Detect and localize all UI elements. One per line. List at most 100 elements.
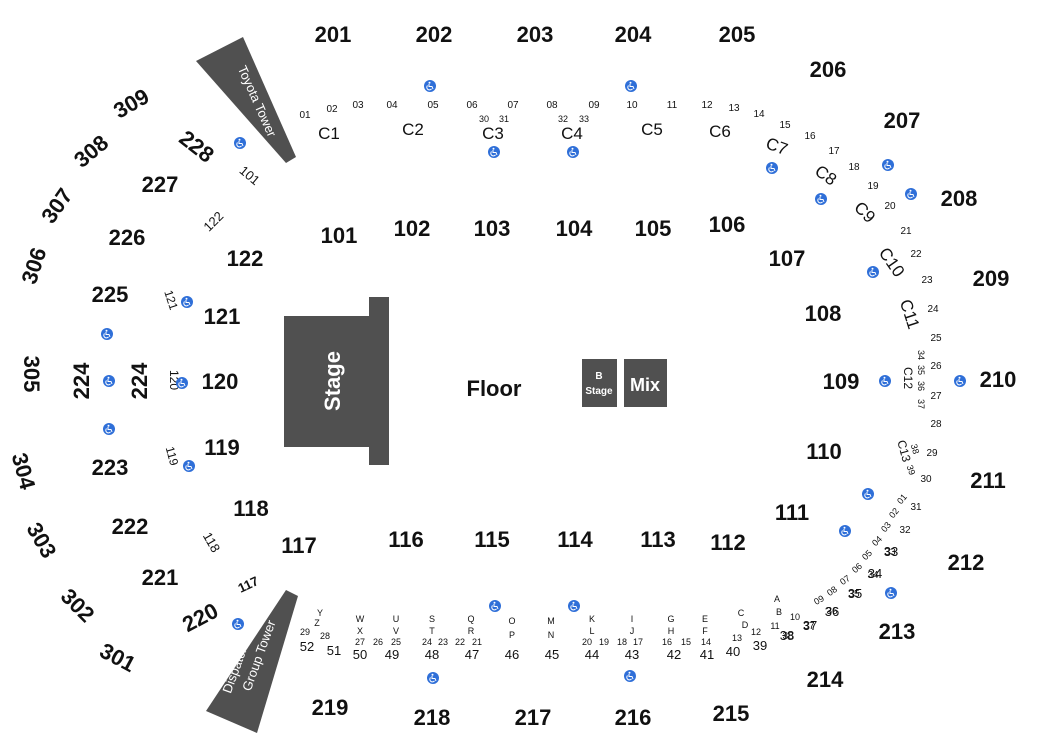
- section-101-upper[interactable]: 101: [237, 163, 263, 188]
- row-label: 18: [848, 162, 860, 173]
- club-c12[interactable]: C12: [901, 367, 915, 389]
- row-label: 33: [884, 547, 896, 558]
- section-116[interactable]: 116: [388, 527, 424, 552]
- section-114[interactable]: 114: [557, 527, 593, 552]
- row-label: 37: [803, 618, 817, 633]
- section-301[interactable]: 301: [96, 638, 140, 677]
- section-117[interactable]: 117: [281, 533, 317, 558]
- row-label: 19: [599, 637, 609, 647]
- section-307[interactable]: 307: [36, 183, 78, 227]
- section-207[interactable]: 207: [884, 108, 921, 133]
- section-107[interactable]: 107: [769, 246, 806, 271]
- section-120[interactable]: 120: [202, 369, 239, 394]
- stage[interactable]: Stage: [284, 297, 389, 465]
- mix-position[interactable]: Mix: [624, 359, 667, 407]
- row-label: 16: [804, 131, 816, 142]
- section-214[interactable]: 214: [807, 667, 844, 692]
- section-122-upper[interactable]: 122: [200, 208, 226, 234]
- section-118-upper[interactable]: 118: [200, 530, 223, 555]
- section-213[interactable]: 213: [879, 619, 916, 644]
- row-label: 02: [887, 506, 901, 520]
- section-302[interactable]: 302: [56, 584, 100, 628]
- section-227[interactable]: 227: [142, 172, 179, 197]
- section-121-upper[interactable]: 121: [161, 288, 181, 312]
- row-label: 19: [867, 181, 879, 192]
- section-118[interactable]: 118: [233, 496, 269, 521]
- section-113[interactable]: 113: [640, 527, 676, 552]
- section-119-upper[interactable]: 119: [163, 445, 182, 467]
- section-108[interactable]: 108: [805, 301, 842, 326]
- section-212[interactable]: 212: [948, 550, 985, 575]
- club-c2[interactable]: C2: [402, 120, 424, 139]
- section-103[interactable]: 103: [474, 216, 511, 241]
- section-217[interactable]: 217: [515, 705, 552, 730]
- section-121[interactable]: 121: [204, 304, 241, 329]
- club-c1[interactable]: C1: [318, 124, 340, 143]
- section-201[interactable]: 201: [315, 22, 352, 47]
- row-label: 11: [667, 100, 678, 111]
- section-221[interactable]: 221: [142, 565, 179, 590]
- section-309[interactable]: 309: [109, 83, 153, 123]
- section-117-upper[interactable]: 117: [236, 573, 261, 595]
- row-label: 42: [667, 647, 681, 662]
- section-215[interactable]: 215: [713, 701, 750, 726]
- wheelchair-icon: [181, 296, 193, 308]
- club-c7[interactable]: C7: [763, 134, 790, 159]
- club-c9[interactable]: C9: [850, 198, 879, 227]
- b-stage[interactable]: B Stage: [582, 359, 617, 407]
- club-c8[interactable]: C8: [811, 161, 840, 189]
- section-105[interactable]: 105: [635, 216, 672, 241]
- section-109[interactable]: 109: [823, 369, 860, 394]
- section-218[interactable]: 218: [414, 705, 451, 730]
- accessible-seating-markers: [101, 80, 966, 684]
- section-226[interactable]: 226: [109, 225, 146, 250]
- section-210[interactable]: 210: [980, 367, 1017, 392]
- section-208[interactable]: 208: [941, 186, 978, 211]
- row-label: 08: [546, 100, 558, 111]
- club-c6[interactable]: C6: [709, 122, 731, 141]
- section-115[interactable]: 115: [474, 527, 510, 552]
- row-label: 49: [385, 647, 399, 662]
- section-202[interactable]: 202: [416, 22, 453, 47]
- row-label: Q: [467, 614, 474, 624]
- club-c5[interactable]: C5: [641, 120, 663, 139]
- section-119[interactable]: 119: [204, 435, 240, 460]
- section-206[interactable]: 206: [810, 57, 847, 82]
- section-228[interactable]: 228: [175, 125, 219, 167]
- section-203[interactable]: 203: [517, 22, 554, 47]
- section-112[interactable]: 112: [710, 530, 746, 555]
- section-209[interactable]: 209: [973, 266, 1010, 291]
- section-223[interactable]: 223: [92, 455, 129, 480]
- section-306[interactable]: 306: [16, 244, 51, 287]
- club-c4[interactable]: C4: [561, 124, 583, 143]
- section-308[interactable]: 308: [69, 130, 113, 173]
- section-204[interactable]: 204: [615, 22, 652, 47]
- section-305[interactable]: 305: [19, 356, 44, 393]
- section-222[interactable]: 222: [112, 514, 149, 539]
- club-c11[interactable]: C11: [896, 297, 923, 331]
- section-224-outer[interactable]: 224: [69, 362, 94, 399]
- section-220[interactable]: 220: [178, 598, 222, 637]
- section-216[interactable]: 216: [615, 705, 652, 730]
- section-303[interactable]: 303: [22, 518, 62, 562]
- club-c13[interactable]: C13: [894, 439, 913, 464]
- section-102[interactable]: 102: [394, 216, 431, 241]
- section-219[interactable]: 219: [312, 695, 349, 720]
- section-110[interactable]: 110: [806, 439, 842, 464]
- section-211[interactable]: 211: [970, 468, 1006, 493]
- wheelchair-icon: [101, 328, 113, 340]
- section-304[interactable]: 304: [7, 450, 41, 493]
- section-104[interactable]: 104: [556, 216, 593, 241]
- club-c10[interactable]: C10: [875, 244, 908, 280]
- section-111[interactable]: 111: [775, 500, 809, 525]
- section-225[interactable]: 225: [92, 282, 129, 307]
- section-205[interactable]: 205: [719, 22, 756, 47]
- floor-label[interactable]: Floor: [467, 376, 522, 401]
- section-224-inner[interactable]: 224: [127, 362, 152, 399]
- dispatch-media-group-tower[interactable]: Dispatch Media Group Tower: [206, 590, 298, 733]
- section-106[interactable]: 106: [709, 212, 746, 237]
- section-122[interactable]: 122: [227, 246, 264, 271]
- club-c3[interactable]: C3: [482, 124, 504, 143]
- row-label: 03: [879, 520, 893, 534]
- section-101[interactable]: 101: [321, 223, 358, 248]
